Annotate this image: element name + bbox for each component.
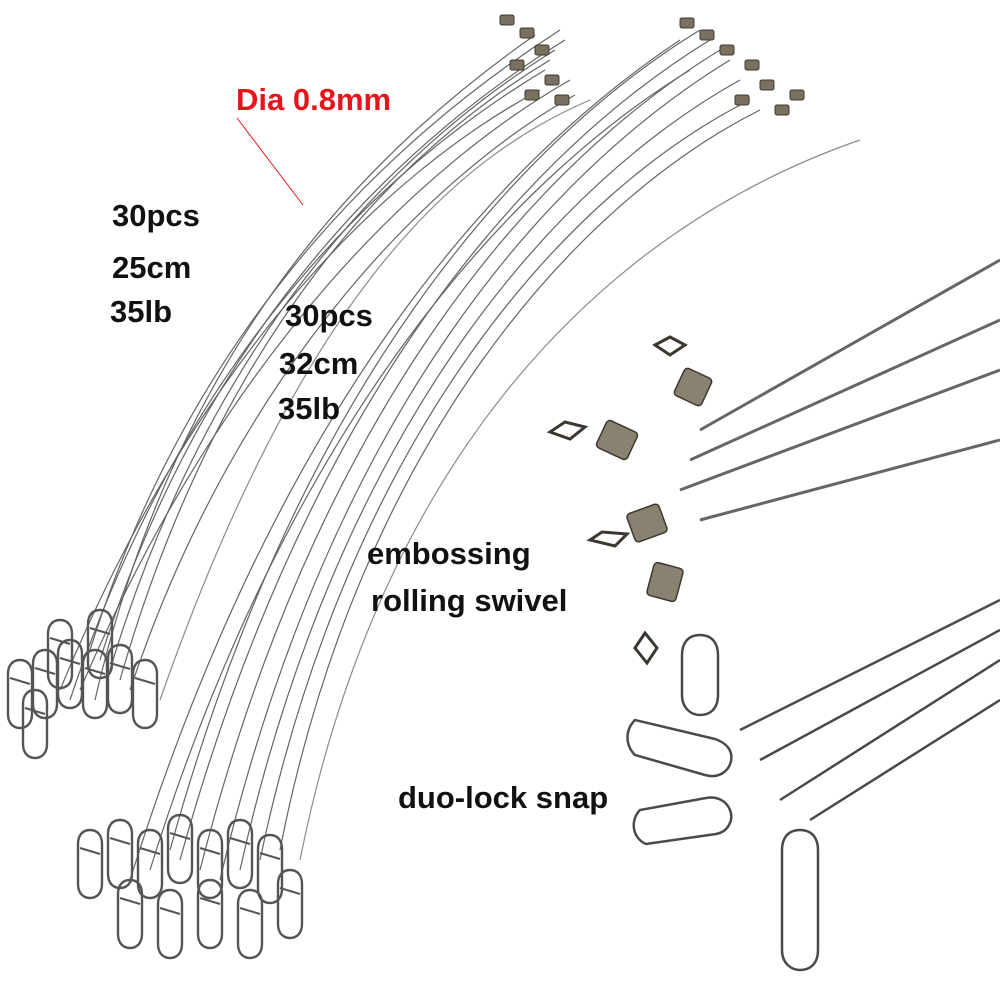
swivel-label-line1: embossing	[367, 536, 531, 571]
diameter-label: Dia 0.8mm	[236, 82, 392, 117]
wire-bundle-32cm	[129, 29, 861, 881]
diameter-pointer-line	[236, 117, 304, 206]
set-b-count: 30pcs	[285, 298, 373, 333]
set-a-strength: 35lb	[110, 294, 173, 329]
swivel-closeup	[546, 258, 1000, 666]
set-a-length: 25cm	[112, 250, 192, 285]
swivel-cluster-b	[679, 17, 805, 116]
snap-closeup	[626, 598, 1000, 972]
set-b-length: 32cm	[279, 346, 359, 381]
snap-label: duo-lock snap	[398, 780, 609, 815]
set-b-strength: 35lb	[278, 391, 341, 426]
swivel-cluster-a	[499, 14, 570, 106]
swivel-label-line2: rolling swivel	[371, 583, 568, 618]
wire-bundle-25cm	[59, 29, 591, 701]
set-a-count: 30pcs	[112, 198, 200, 233]
snap-cluster-b	[76, 813, 304, 960]
